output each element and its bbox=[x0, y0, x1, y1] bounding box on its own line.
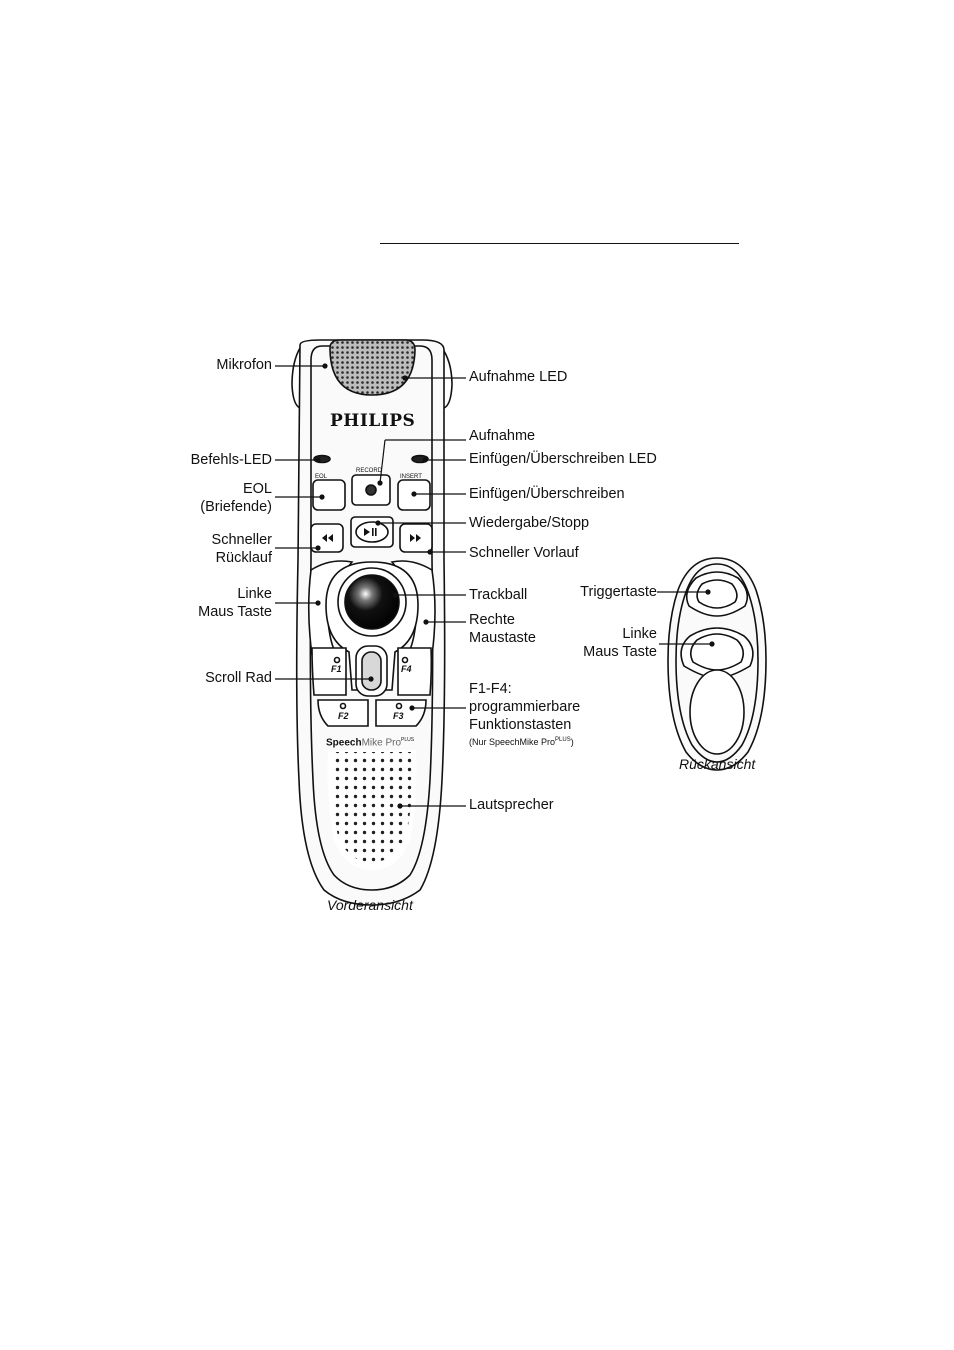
label-aufnahme-led: Aufnahme LED bbox=[469, 369, 568, 385]
f3-led bbox=[395, 702, 403, 710]
note-sup: PLUS bbox=[555, 737, 571, 743]
label-trackball: Trackball bbox=[469, 587, 528, 603]
brand-logo: PHILIPS bbox=[330, 411, 416, 431]
label-function-keys-note: (Nur SpeechMike ProPLUS) bbox=[469, 735, 580, 748]
f4-key[interactable] bbox=[397, 647, 433, 696]
scroll-wheel[interactable] bbox=[361, 651, 382, 691]
front-view-device bbox=[291, 339, 453, 906]
note-post: ) bbox=[570, 737, 574, 747]
right-side-bump bbox=[441, 347, 453, 409]
left-side-bump bbox=[291, 347, 301, 409]
trackball[interactable] bbox=[344, 574, 400, 630]
back-view-device bbox=[667, 557, 767, 771]
eol-button[interactable] bbox=[312, 479, 346, 511]
play-stop-ring bbox=[355, 521, 389, 543]
label-right-mouse-line1: Rechte bbox=[469, 612, 515, 628]
label-mikrofon: Mikrofon bbox=[216, 357, 272, 373]
f3-mark: F3 bbox=[393, 711, 404, 721]
caption-back-view: Rückansicht bbox=[679, 756, 756, 772]
label-left-mouse-line1: Linke bbox=[237, 586, 272, 602]
caption-front-view: Vorderansicht bbox=[327, 897, 413, 913]
label-eol-line2: (Briefende) bbox=[200, 499, 272, 515]
record-mark: RECORD bbox=[356, 468, 383, 474]
leader-lines bbox=[275, 363, 715, 809]
label-function-keys: F1-F4: programmierbare Funktionstasten (… bbox=[469, 680, 580, 748]
insert-mark: INSERT bbox=[400, 474, 422, 480]
label-back-left-mouse-line1: Linke bbox=[622, 626, 657, 642]
eol-mark: EOL bbox=[315, 472, 327, 483]
back-grip bbox=[689, 669, 745, 755]
label-back-left-mouse-line2: Maus Taste bbox=[583, 644, 657, 660]
f1-key[interactable] bbox=[311, 647, 347, 696]
label-right-mouse-line2: Maustaste bbox=[469, 630, 536, 646]
label-left-mouse-line2: Maus Taste bbox=[198, 604, 272, 620]
model-name-sup: PLUS bbox=[401, 737, 415, 743]
model-name: SpeechMike ProPLUS bbox=[326, 731, 414, 752]
f2-key[interactable] bbox=[317, 699, 369, 727]
header-rule bbox=[380, 243, 739, 244]
label-play-stop: Wiedergabe/Stopp bbox=[469, 515, 590, 531]
f1-mark: F1 bbox=[331, 664, 342, 674]
label-speaker: Lautsprecher bbox=[469, 797, 554, 813]
label-function-keys-line1: F1-F4: bbox=[469, 681, 512, 697]
eol-mark-text: EOL bbox=[315, 474, 328, 480]
label-rewind-line1: Schneller bbox=[211, 532, 272, 548]
f1-led bbox=[333, 656, 341, 664]
label-fast-forward: Schneller Vorlauf bbox=[469, 545, 579, 561]
f4-led bbox=[401, 656, 409, 664]
label-left-mouse: Linke Maus Taste bbox=[198, 585, 272, 621]
label-trigger: Triggertaste bbox=[580, 584, 657, 600]
label-function-keys-line3: Funktionstasten bbox=[469, 717, 572, 733]
label-aufnahme: Aufnahme bbox=[469, 428, 536, 444]
fast-forward-icon bbox=[410, 534, 421, 542]
record-dot-icon bbox=[365, 484, 377, 496]
label-function-keys-line2: programmierbare bbox=[469, 699, 581, 715]
f4-mark: F4 bbox=[401, 664, 412, 674]
label-insert-led: Einfügen/Überschreiben LED bbox=[469, 451, 657, 467]
label-right-mouse: Rechte Maustaste bbox=[469, 611, 536, 647]
label-back-left-mouse: Linke Maus Taste bbox=[583, 625, 657, 661]
play-pause-icon bbox=[364, 528, 377, 536]
speaker-grill bbox=[331, 752, 413, 862]
label-eol: EOL (Briefende) bbox=[200, 480, 272, 516]
f2-mark: F2 bbox=[338, 711, 349, 721]
label-rewind: Schneller Rücklauf bbox=[212, 531, 272, 567]
label-insert: Einfügen/Überschreiben bbox=[469, 486, 625, 502]
label-eol-line1: EOL bbox=[242, 481, 272, 497]
note-pre: (Nur SpeechMike Pro bbox=[469, 737, 556, 747]
label-rewind-line2: Rücklauf bbox=[215, 550, 272, 566]
back-left-mouse-button[interactable] bbox=[689, 633, 745, 671]
f2-led bbox=[339, 702, 347, 710]
label-scroll: Scroll Rad bbox=[205, 670, 272, 686]
rewind-icon bbox=[322, 534, 333, 542]
model-name-bold: Speech bbox=[326, 737, 362, 749]
trigger-button[interactable] bbox=[696, 579, 738, 609]
back-body-inner bbox=[675, 563, 759, 763]
model-name-light: Mike Pro bbox=[361, 737, 402, 749]
label-befehls-led: Befehls-LED bbox=[190, 452, 272, 468]
microphone-grill bbox=[329, 339, 416, 396]
